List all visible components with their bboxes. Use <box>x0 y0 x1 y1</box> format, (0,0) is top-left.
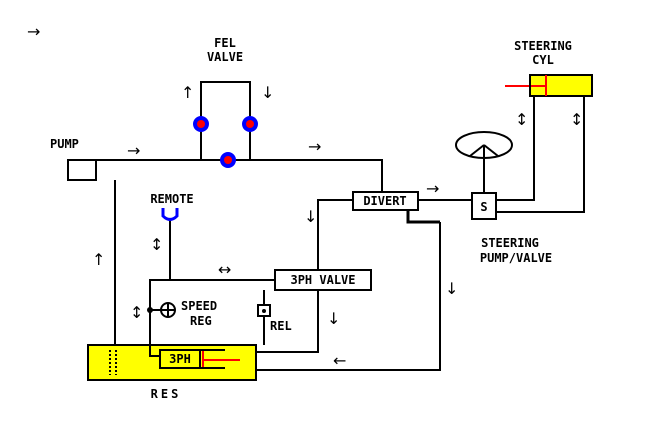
line-steer-cyl-2 <box>496 96 585 213</box>
steering-pump-box <box>471 192 497 220</box>
main-right-arrow-icon: → <box>308 137 321 156</box>
rel-label: REL <box>270 319 292 333</box>
fel-valve-dot-right <box>242 116 258 132</box>
steering-wheel-icon <box>455 131 513 160</box>
speed-updown-arrow-icon: ↕ <box>130 303 143 322</box>
return-up-arrow-icon: ↑ <box>92 250 105 269</box>
divert-box <box>352 191 419 211</box>
line-divert-thick <box>406 210 440 224</box>
cylinder-3ph-label: 3PH <box>169 352 191 366</box>
line-3ph-left <box>149 279 275 357</box>
speed-reg-label-line2: REG <box>190 314 212 328</box>
divert-right-arrow-icon: → <box>426 179 439 198</box>
cyl-updown-arrow-icon-1: ↕ <box>515 110 528 129</box>
line-steer-cyl-1 <box>496 96 535 201</box>
fel-down-arrow-icon: ↓ <box>261 83 274 102</box>
cylinder-3ph <box>159 349 201 369</box>
cyl-updown-arrow-icon-2: ↕ <box>570 110 583 129</box>
relief-valve-dot <box>262 309 266 313</box>
line-3ph-down <box>256 290 319 353</box>
steering-pump-label-line2: PUMP/VALVE <box>480 251 552 265</box>
valve-down-arrow-icon: ↓ <box>327 309 340 328</box>
valve-3ph-label: 3PH VALVE <box>290 273 355 287</box>
remote-updown-arrow-icon: ↕ <box>150 235 163 254</box>
valve-3ph-box <box>274 269 372 291</box>
steering-cyl-label-line1: STEERING <box>514 39 572 53</box>
steering-pump-label-line1: STEERING <box>481 236 539 250</box>
fel-label-line1: FEL <box>214 36 236 50</box>
line-pump-main <box>96 159 383 192</box>
speed-reg-icon <box>160 302 176 318</box>
fel-valve-dot-left <box>193 116 209 132</box>
pump-box <box>67 159 97 181</box>
steering-cyl-label-line2: CYL <box>532 53 554 67</box>
fel-label-line2: VALVE <box>207 50 243 64</box>
return-down-right-arrow-icon: ↓ <box>445 279 458 298</box>
res-label: RES <box>151 387 182 401</box>
remote-coupler-icon <box>161 208 179 221</box>
speed-reg-label-line1: SPEED <box>181 299 217 313</box>
line-divert-3ph <box>317 199 353 270</box>
main-valve-dot <box>220 152 236 168</box>
valve-leftright-arrow-icon: ↔ <box>218 260 231 279</box>
pump-label: PUMP <box>50 137 79 151</box>
divert-label: DIVERT <box>363 194 406 208</box>
remote-label: REMOTE <box>150 192 193 206</box>
return-left-arrow-icon: ← <box>333 351 346 370</box>
steering-pump-s-label: S <box>480 200 487 214</box>
pump-right-arrow-icon: → <box>127 141 140 160</box>
fel-up-arrow-icon: ↑ <box>181 83 194 102</box>
return-down-arrow-icon: ↓ <box>304 207 317 226</box>
line-steer-return <box>256 222 441 371</box>
corner-arrow-icon: → <box>27 22 40 41</box>
